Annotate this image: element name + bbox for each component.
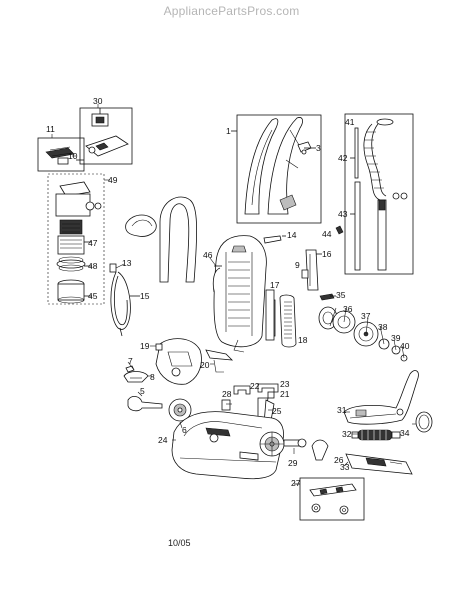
callout-17: 17 (270, 280, 280, 290)
part-24-base-nozzle (171, 411, 284, 480)
leader-lines (51, 104, 416, 467)
callout-49: 49 (108, 175, 118, 185)
callout-24: 24 (158, 435, 168, 445)
site-watermark: AppliancePartsPros.com (163, 4, 300, 18)
part-35-40-motor-assembly (318, 293, 408, 362)
callout-45: 45 (88, 291, 98, 301)
callout-23: 23 (280, 379, 290, 389)
callout-34: 34 (400, 428, 410, 438)
part-29-axle (283, 438, 307, 448)
callout-39: 39 (391, 333, 401, 343)
date-code: 10/05 (168, 538, 191, 548)
part-31-34-hood-belt (343, 370, 433, 433)
part-14-latch (263, 225, 344, 244)
callout-9: 9 (295, 260, 300, 270)
part-49-filter-assembly (47, 173, 105, 305)
callout-18: 18 (298, 335, 308, 345)
part-26-cap (311, 439, 329, 461)
part-11-filter-box (37, 137, 85, 172)
part-1-handle-covers (231, 114, 322, 224)
callout-38: 38 (378, 322, 388, 332)
part-32-brush-roll (351, 429, 401, 441)
callout-31: 31 (337, 405, 347, 415)
callout-46: 46 (203, 250, 213, 260)
part-19-lower-housing (155, 338, 234, 385)
callout-19: 19 (140, 341, 150, 351)
callout-36: 36 (343, 304, 353, 314)
part-30-switch-box (79, 107, 133, 165)
callout-22: 22 (250, 381, 260, 391)
callout-37: 37 (361, 311, 371, 321)
callout-20: 20 (200, 360, 210, 370)
callout-21: 21 (280, 389, 290, 399)
callout-44: 44 (322, 229, 332, 239)
callout-35: 35 (336, 290, 346, 300)
callout-14: 14 (287, 230, 297, 240)
callout-28: 28 (222, 389, 232, 399)
callout-43: 43 (338, 209, 348, 219)
callout-16: 16 (322, 249, 332, 259)
callout-1: 1 (226, 126, 231, 136)
callout-32: 32 (342, 429, 352, 439)
callout-30: 30 (93, 96, 103, 106)
callout-26: 26 (334, 455, 344, 465)
callout-13: 13 (122, 258, 132, 268)
callout-48: 48 (88, 261, 98, 271)
part-rear-wheel (259, 431, 285, 457)
part-33-bottom-plate (345, 453, 413, 475)
callout-6: 6 (182, 425, 187, 435)
callout-47: 47 (88, 238, 98, 248)
callout-5: 5 (140, 386, 145, 396)
top-cover-piece (125, 214, 157, 237)
callout-labels: 1 3 11 10 30 41 42 43 49 47 48 45 13 15 … (46, 96, 410, 488)
callout-7: 7 (128, 356, 133, 366)
callout-11: 11 (46, 124, 55, 134)
part-15-power-cord (109, 263, 140, 337)
part-5-6-axle-wheel (127, 396, 192, 422)
part-27-bottom-box (294, 477, 365, 521)
callout-3: 3 (316, 143, 321, 153)
callout-10: 10 (68, 151, 78, 161)
callout-27: 27 (291, 478, 301, 488)
part-handle-tube (159, 196, 198, 283)
callout-33: 33 (340, 462, 350, 472)
part-21-22-23-brackets (233, 383, 279, 399)
part-17-18-filters (265, 289, 297, 348)
part-41-hose-and-wands (344, 113, 414, 275)
callout-40: 40 (400, 341, 410, 351)
callout-8: 8 (150, 372, 155, 382)
part-7-8-clips (123, 365, 149, 383)
part-16-side-panel (301, 249, 322, 291)
callout-29: 29 (288, 458, 298, 468)
callout-15: 15 (140, 291, 150, 301)
callout-41: 41 (345, 117, 355, 127)
callout-25: 25 (272, 406, 282, 416)
callout-42: 42 (338, 153, 348, 163)
